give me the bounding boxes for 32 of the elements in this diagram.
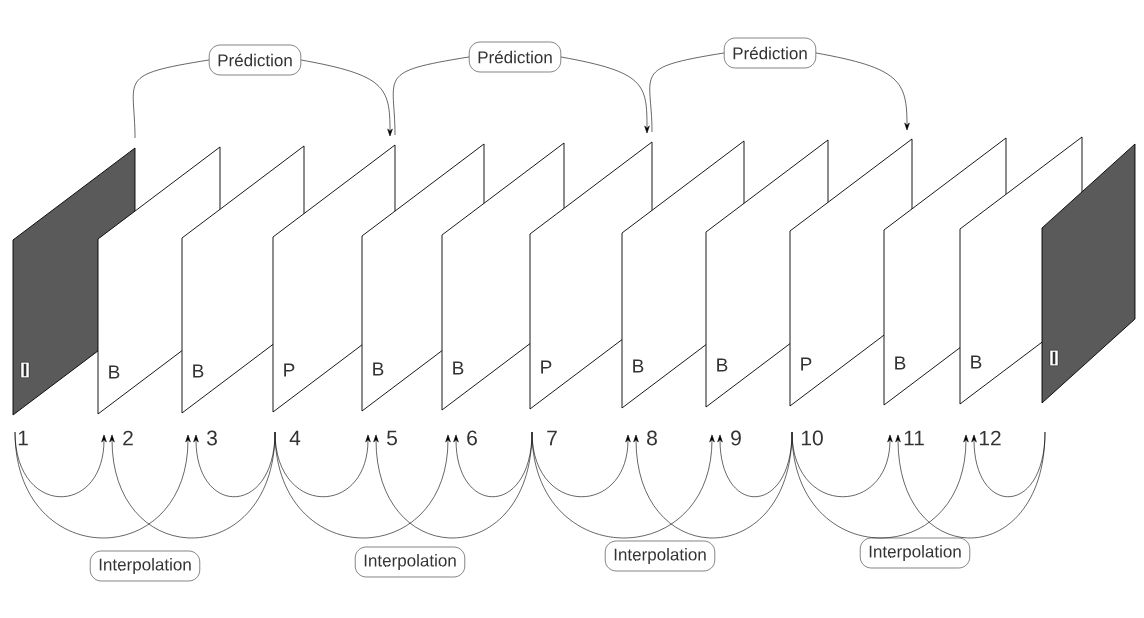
arrow (274, 431, 451, 539)
arrow (373, 431, 533, 539)
arrow (971, 431, 1046, 498)
arrow (531, 431, 631, 498)
arrow (791, 431, 893, 498)
frame-number: 6 (467, 430, 477, 446)
frame-number: 1 (18, 430, 28, 446)
frame-number: 8 (647, 430, 657, 446)
arrow (815, 52, 910, 131)
frame-number: 9 (731, 430, 741, 446)
arrow (14, 431, 191, 539)
frame-number: 3 (206, 430, 217, 446)
frame-number: 12 (979, 430, 1001, 446)
frame-number: 7 (547, 430, 557, 446)
arrow (300, 59, 393, 137)
video-frame: I (1041, 143, 1136, 404)
frame-number: 11 (904, 430, 924, 446)
arrow (453, 431, 533, 498)
arrow (633, 431, 793, 539)
arrow (193, 431, 276, 498)
arrow (791, 431, 969, 539)
frame-number: 10 (801, 430, 823, 446)
frame-number: 2 (123, 430, 133, 446)
frame-number: 4 (289, 430, 301, 446)
arrow (560, 56, 650, 134)
arrow (531, 431, 715, 539)
arrow (717, 431, 793, 498)
arrow (895, 431, 1046, 539)
frame-number: 5 (387, 430, 397, 446)
arrow (274, 431, 371, 498)
arrow (109, 431, 276, 539)
arrow (14, 431, 107, 498)
